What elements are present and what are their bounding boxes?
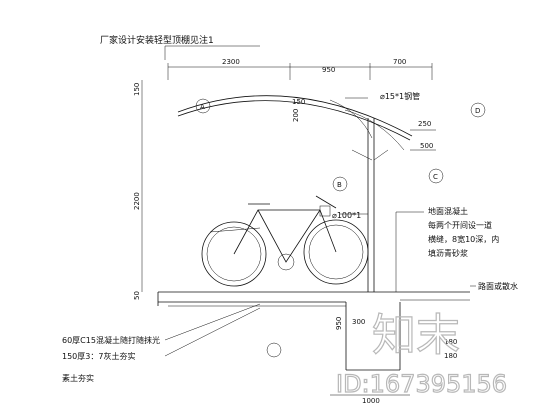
concrete-note-2: 每两个开间设一道 [428, 220, 492, 230]
canopy-roof [177, 95, 413, 151]
pipe-note: ⌀15*1钢管 [380, 91, 420, 101]
dim-1000: 1000 [362, 397, 380, 405]
dim-300: 300 [352, 318, 365, 326]
dim-180-b: 180 [444, 352, 457, 360]
callout-c: C [428, 168, 444, 184]
top-dimension-line [167, 63, 433, 80]
dim-950-vertical: 950 [335, 317, 343, 330]
concrete-note-3: 横缝，8宽10深，内 [428, 234, 499, 244]
layer-note-3: 素土夯实 [62, 373, 94, 383]
dim-950: 950 [322, 66, 335, 74]
dim-250: 250 [418, 120, 431, 128]
concrete-note-1: 地面混凝土 [428, 206, 468, 216]
dim-200: 200 [292, 109, 300, 122]
road-note: 路面或散水 [478, 281, 518, 291]
layer-note-2: 150厚3：7灰土夯实 [62, 351, 135, 361]
callout-e [266, 342, 282, 358]
dim-2300: 2300 [222, 58, 240, 66]
watermark-logo: 知末 [372, 310, 460, 361]
layer-note-1: 60厚C15混凝土随打随抹光 [62, 335, 160, 345]
dim-50: 50 [133, 291, 141, 300]
dim-500: 500 [420, 142, 433, 150]
dim-180-a: 180 [444, 338, 457, 346]
watermark-id: ID:167395156 [336, 370, 507, 398]
dim-150: 150 [292, 98, 305, 106]
svg-text:C: C [433, 173, 438, 181]
post-note: ⌀100*1 [332, 211, 361, 220]
concrete-note-4: 填沥青砂浆 [428, 248, 468, 258]
callout-a: A [195, 98, 211, 114]
callout-b: B [332, 176, 348, 192]
bicycle-illustration [201, 195, 369, 287]
ground-slab [157, 291, 470, 371]
svg-text:A: A [200, 103, 205, 111]
svg-text:D: D [475, 107, 480, 115]
dim-700: 700 [393, 58, 406, 66]
dim-2200: 2200 [133, 192, 141, 210]
dim-150-left: 150 [133, 83, 141, 96]
callout-d: D [470, 102, 486, 118]
steel-post [351, 118, 389, 292]
svg-text:B: B [337, 181, 342, 189]
canopy-note: 厂家设计安装轻型顶棚见注1 [100, 34, 214, 46]
